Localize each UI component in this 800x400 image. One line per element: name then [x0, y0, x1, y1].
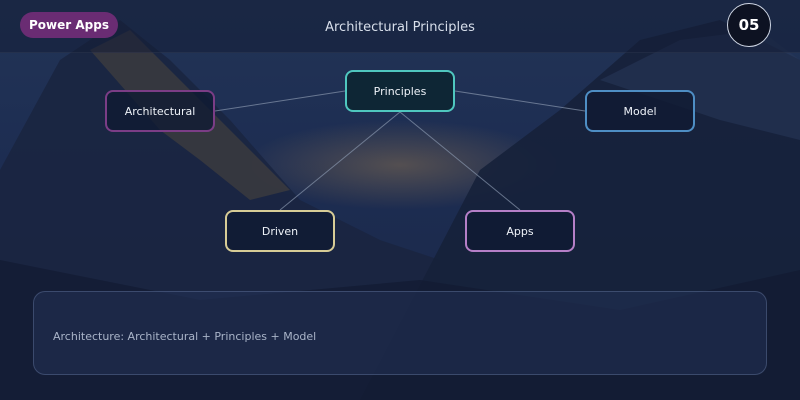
node-model[interactable]: Model — [585, 90, 695, 132]
node-apps[interactable]: Apps — [465, 210, 575, 252]
page-number-badge: 05 — [727, 3, 771, 47]
edge-principles-apps — [399, 111, 521, 211]
node-driven[interactable]: Driven — [225, 210, 335, 252]
page-title: Architectural Principles — [325, 20, 475, 35]
edge-principles-model — [454, 90, 586, 112]
caption-text: Architecture: Architectural + Principles… — [53, 330, 317, 343]
top-bar — [0, 0, 800, 53]
node-principles[interactable]: Principles — [345, 70, 455, 112]
edge-principles-driven — [279, 111, 401, 211]
node-architectural[interactable]: Architectural — [105, 90, 215, 132]
caption-panel: Architecture: Architectural + Principles… — [33, 291, 767, 375]
power-apps-badge[interactable]: Power Apps — [20, 12, 118, 38]
edge-principles-architectural — [214, 90, 346, 112]
